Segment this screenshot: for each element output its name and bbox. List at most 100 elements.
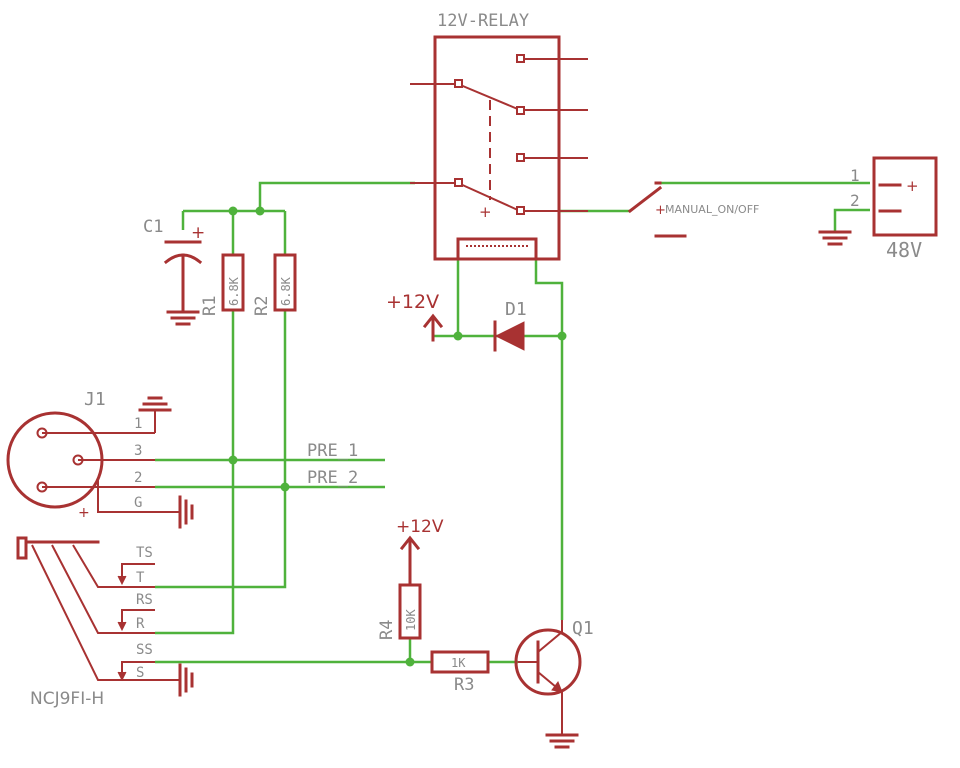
supply-arrow-head xyxy=(422,313,444,329)
relay-pin-pad xyxy=(516,106,525,115)
wire-relay-coil-feed xyxy=(258,181,415,211)
xlr-j1: J1 + 1 3 2 G xyxy=(6,389,194,529)
relay-plus: + xyxy=(479,203,492,221)
r4-body xyxy=(398,583,422,640)
c1-plus: + xyxy=(191,223,205,243)
junction xyxy=(557,331,567,341)
ground-icon xyxy=(138,396,172,412)
net-label-pre2: PRE_2 xyxy=(307,468,358,488)
junction xyxy=(255,206,265,216)
relay-body xyxy=(433,35,561,261)
junction xyxy=(280,482,290,492)
wire-pre2 xyxy=(155,310,287,589)
j1-pin-g: G xyxy=(134,495,142,511)
supply-arrow-head xyxy=(399,535,421,551)
r3-body xyxy=(430,650,490,674)
r2-body xyxy=(273,253,297,312)
supply-12v-bottom: +12V xyxy=(396,517,444,587)
junction xyxy=(228,206,238,216)
ground-icon xyxy=(178,663,194,697)
wire-48v-2 xyxy=(833,208,870,232)
j1-pin-1: 1 xyxy=(134,416,142,432)
relay-contact xyxy=(457,83,521,111)
net-label-pre1: PRE_1 xyxy=(307,441,358,461)
jack-rs-contact xyxy=(121,609,155,626)
relay-pin-pad xyxy=(516,153,525,162)
j1-pin-2: 2 xyxy=(134,470,142,486)
resistor-r4: R4 10K xyxy=(377,583,422,640)
jack-pin-ts: TS xyxy=(136,545,153,561)
jack-spring-sleeve xyxy=(31,544,180,681)
jack-pin-s: S xyxy=(136,665,144,681)
junction xyxy=(453,331,463,341)
wire-pre1 xyxy=(155,310,235,635)
junction xyxy=(228,455,238,465)
ground-icon xyxy=(545,733,579,749)
j1-plus: + xyxy=(78,505,90,521)
r4-label: R4 xyxy=(377,620,397,640)
jack-ts-contact xyxy=(121,563,155,580)
connector-pin1: 1 xyxy=(850,166,860,185)
supply-12v-top: +12V xyxy=(386,291,444,342)
resistor-r3: 1K R3 xyxy=(430,650,490,695)
jack-ncj9fi: TS T RS R SS S NCJ9FI-H xyxy=(16,536,194,709)
wire-coil-right xyxy=(534,258,564,620)
jack-pin-rs: RS xyxy=(136,592,153,608)
diode-d1: D1 xyxy=(493,299,527,352)
relay-label: 12V-RELAY xyxy=(437,11,529,31)
d1-label: D1 xyxy=(505,299,527,320)
relay-pin-pad xyxy=(516,206,525,215)
relay-pin-pad xyxy=(454,79,463,88)
switch-label: MANUAL_ON/OFF xyxy=(665,203,759,216)
j1-label: J1 xyxy=(84,389,106,410)
relay-pin-pad xyxy=(454,178,463,187)
q1-body xyxy=(514,628,582,696)
r1-body xyxy=(221,253,245,312)
switch-plus: + xyxy=(655,203,666,218)
d1-triangle xyxy=(494,321,525,351)
ground-icon xyxy=(818,230,852,246)
relay-pin-pad xyxy=(516,54,525,63)
relay-coil xyxy=(456,237,538,261)
transistor-q1: Q1 xyxy=(514,618,594,749)
jack-pin-t: T xyxy=(136,570,145,586)
switch-lever xyxy=(627,185,663,214)
jack-pin-ss: SS xyxy=(136,642,153,658)
j1-lead-ground xyxy=(97,480,180,513)
c1-label: C1 xyxy=(143,217,163,237)
junction xyxy=(405,657,415,667)
connector-plus: + xyxy=(906,177,919,195)
wires xyxy=(155,181,870,667)
jack-pin-r: R xyxy=(136,616,145,632)
jack-ss-contact xyxy=(121,661,155,676)
jack-spring-tip xyxy=(72,544,155,588)
q1-emitter-arrow xyxy=(551,680,563,693)
connector-label: 48V xyxy=(886,238,922,262)
ground-icon xyxy=(166,310,200,326)
ground-icon xyxy=(178,495,194,529)
r3-value: 1K xyxy=(451,656,466,670)
r2-label: R2 xyxy=(252,296,272,316)
jack-ts-arrow xyxy=(117,575,127,586)
jack-sleeve-tab xyxy=(16,536,28,560)
capacitor-c1: C1 + xyxy=(143,217,205,326)
relay: 12V-RELAY + xyxy=(410,11,588,261)
connector-pin2: 2 xyxy=(850,191,860,210)
jack-spring-ring xyxy=(51,544,155,634)
r3-label: R3 xyxy=(454,675,474,695)
jack-rs-arrow xyxy=(117,621,127,632)
supply-12v-top-label: +12V xyxy=(386,291,439,313)
q1-collector xyxy=(537,631,563,653)
connector-48v: 1 2 + 48V xyxy=(818,156,938,262)
jack-ss-arrow xyxy=(117,671,127,682)
manual-switch: + MANUAL_ON/OFF xyxy=(627,181,759,238)
j1-pin-3: 3 xyxy=(134,443,142,459)
r1-value: 6.8K xyxy=(227,276,241,306)
connector-body xyxy=(872,156,938,237)
r1-label: R1 xyxy=(200,296,220,316)
supply-12v-bottom-label: +12V xyxy=(396,517,444,537)
jack-label: NCJ9FI-H xyxy=(30,689,104,709)
q1-label: Q1 xyxy=(572,618,594,639)
r2-value: 6.8K xyxy=(279,276,293,306)
